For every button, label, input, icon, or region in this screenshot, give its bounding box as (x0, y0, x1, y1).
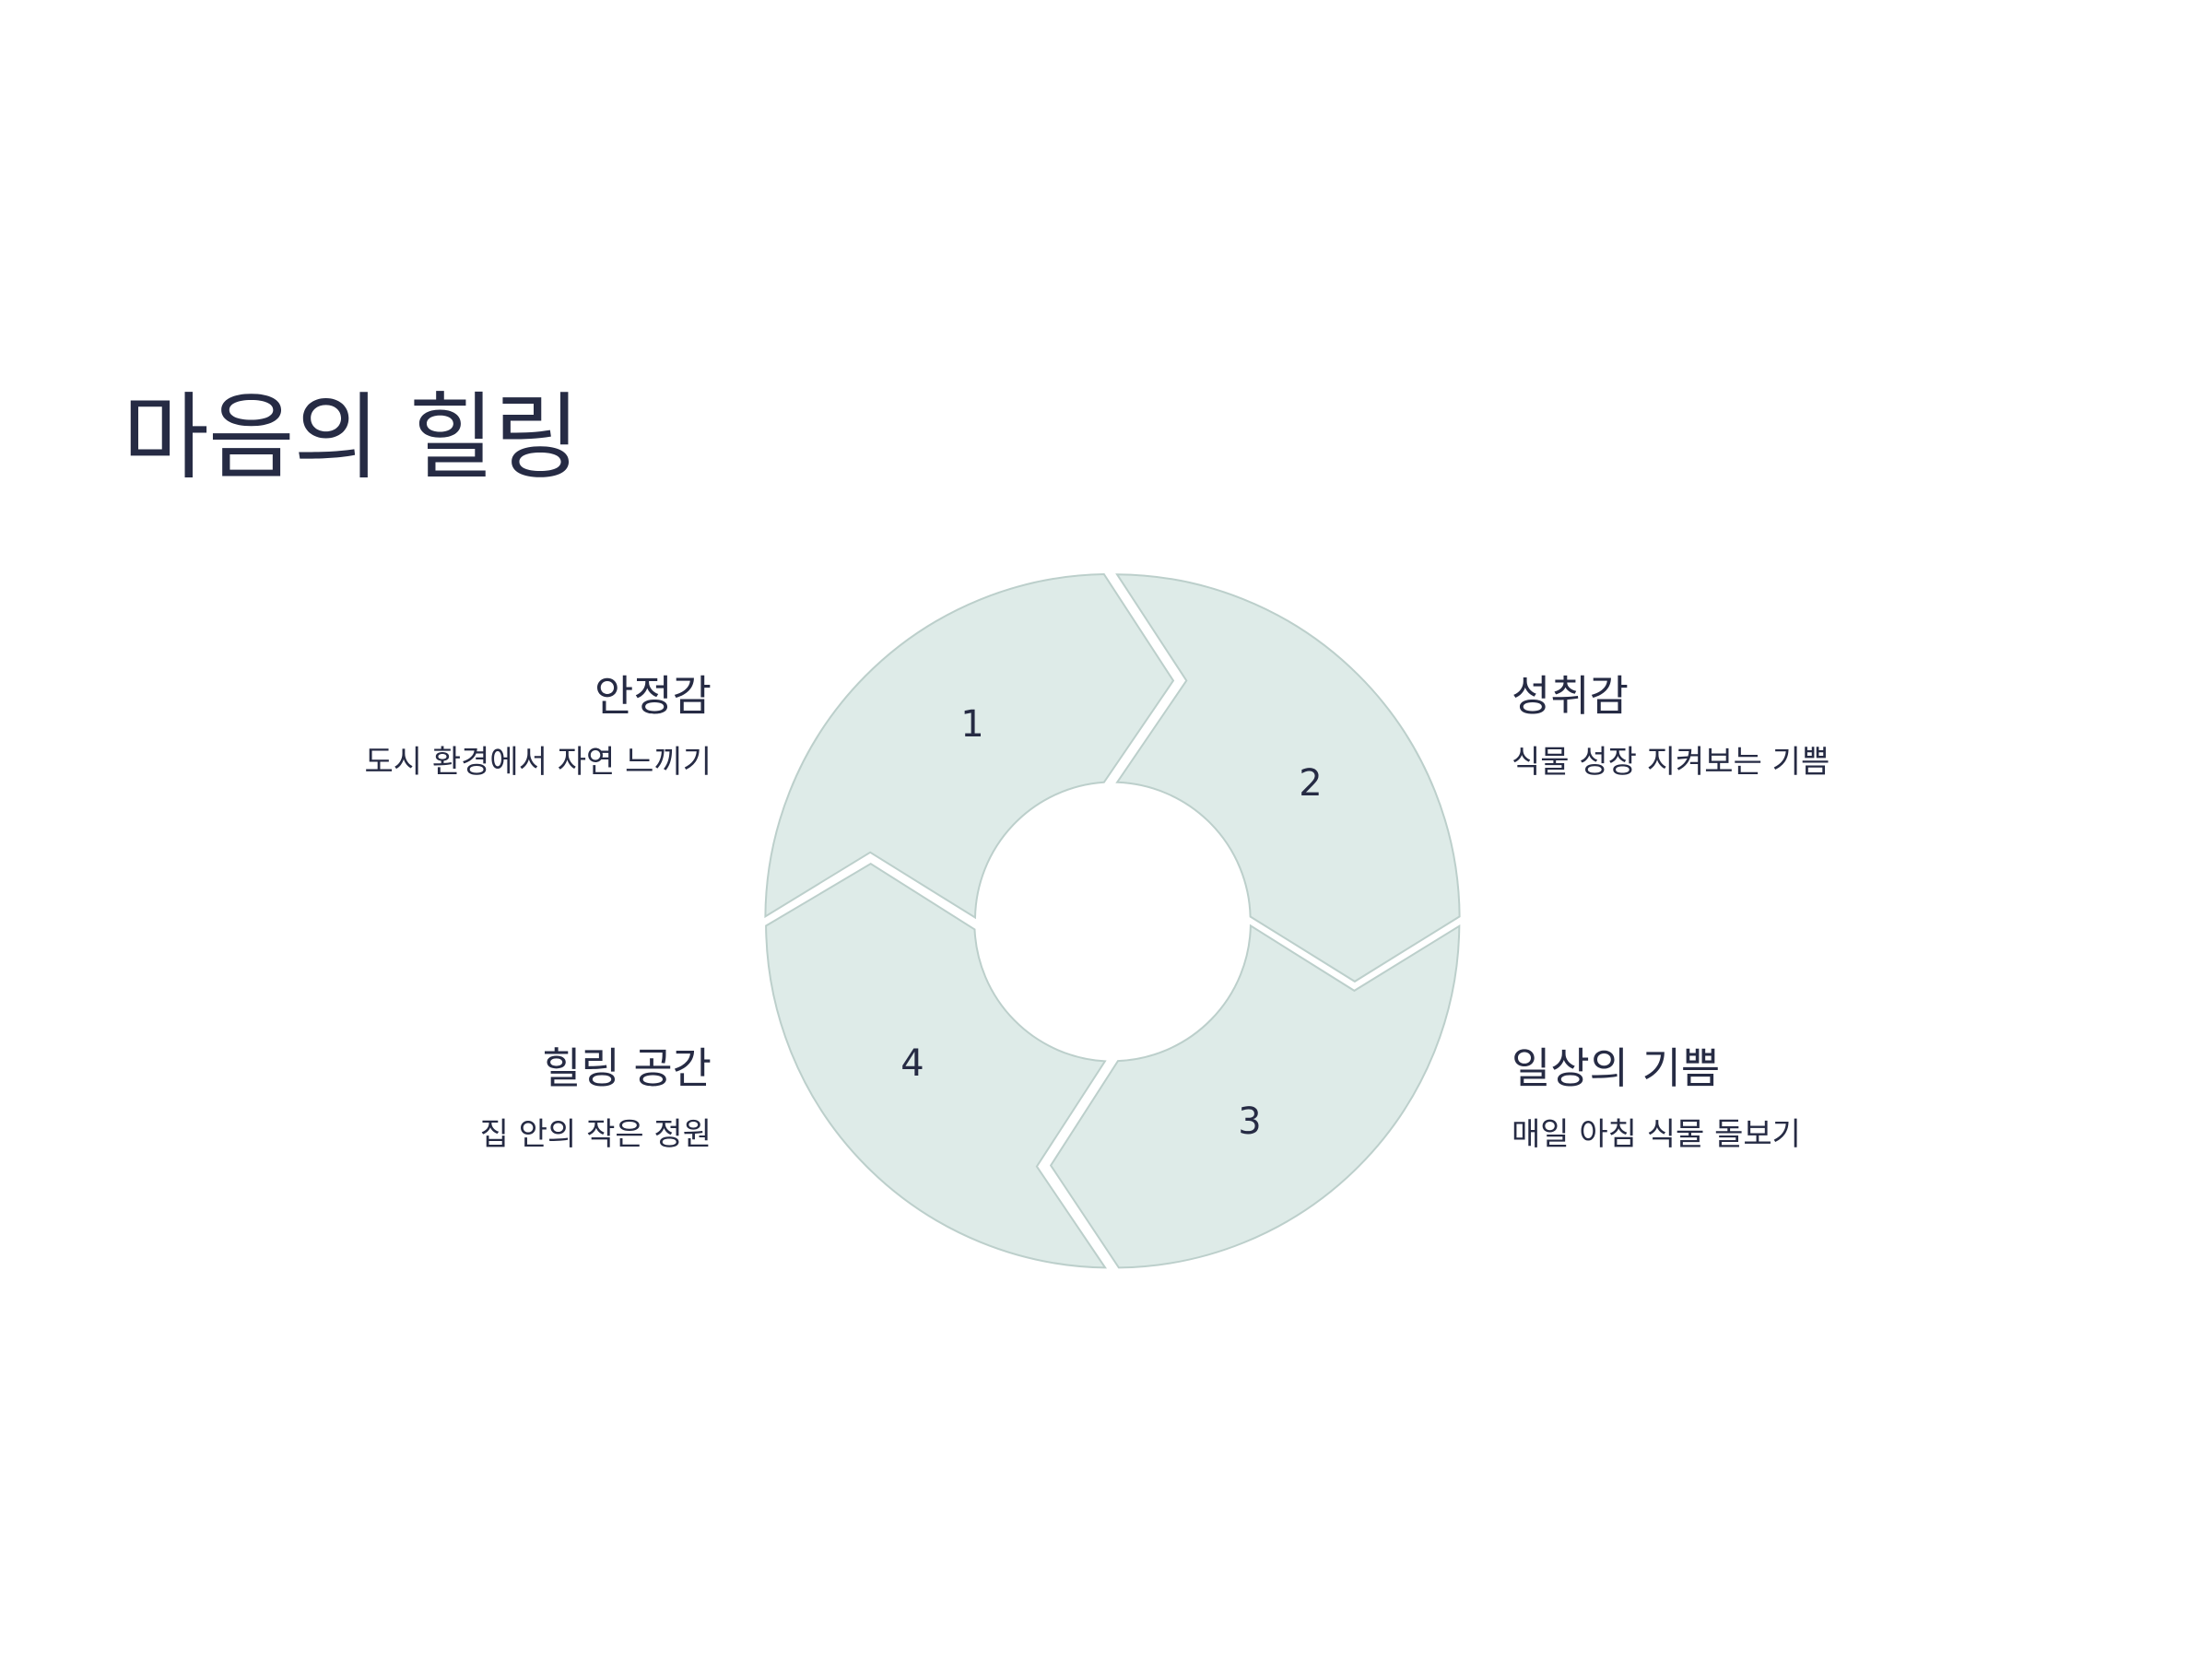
cycle-segment-1 (764, 572, 1175, 920)
label-block-1: 안정감 도시 환경에서 자연 느끼기 (364, 675, 712, 778)
label-block-3: 일상의 기쁨 매일 아침 식물 돌보기 (1512, 1047, 1801, 1150)
cycle-segment-2 (1115, 573, 1461, 983)
segment-heading-3: 일상의 기쁨 (1512, 1043, 1721, 1093)
segment-number-1: 1 (960, 703, 983, 746)
segment-number-4: 4 (900, 1042, 924, 1085)
segment-description-3: 매일 아침 식물 돌보기 (1512, 1116, 1801, 1153)
label-block-4: 힐링 공간 집 안의 작은 정원 (480, 1047, 712, 1150)
cycle-segment-3 (1049, 924, 1461, 1269)
segment-heading-1: 안정감 (594, 671, 712, 721)
segment-description-1: 도시 환경에서 자연 느끼기 (364, 744, 712, 781)
segment-heading-2: 성취감 (1512, 671, 1629, 721)
segment-description-4: 집 안의 작은 정원 (479, 1116, 712, 1153)
segment-heading-4: 힐링 공간 (542, 1043, 712, 1093)
page-title: 마음의 힐링 (123, 383, 581, 493)
segment-description-2: 식물 성장 지켜보는 기쁨 (1512, 744, 1830, 781)
segment-number-2: 2 (1299, 762, 1322, 805)
segment-number-3: 3 (1238, 1100, 1261, 1143)
label-block-2: 성취감 식물 성장 지켜보는 기쁨 (1512, 675, 1830, 778)
cycle-segment-4 (765, 863, 1108, 1269)
